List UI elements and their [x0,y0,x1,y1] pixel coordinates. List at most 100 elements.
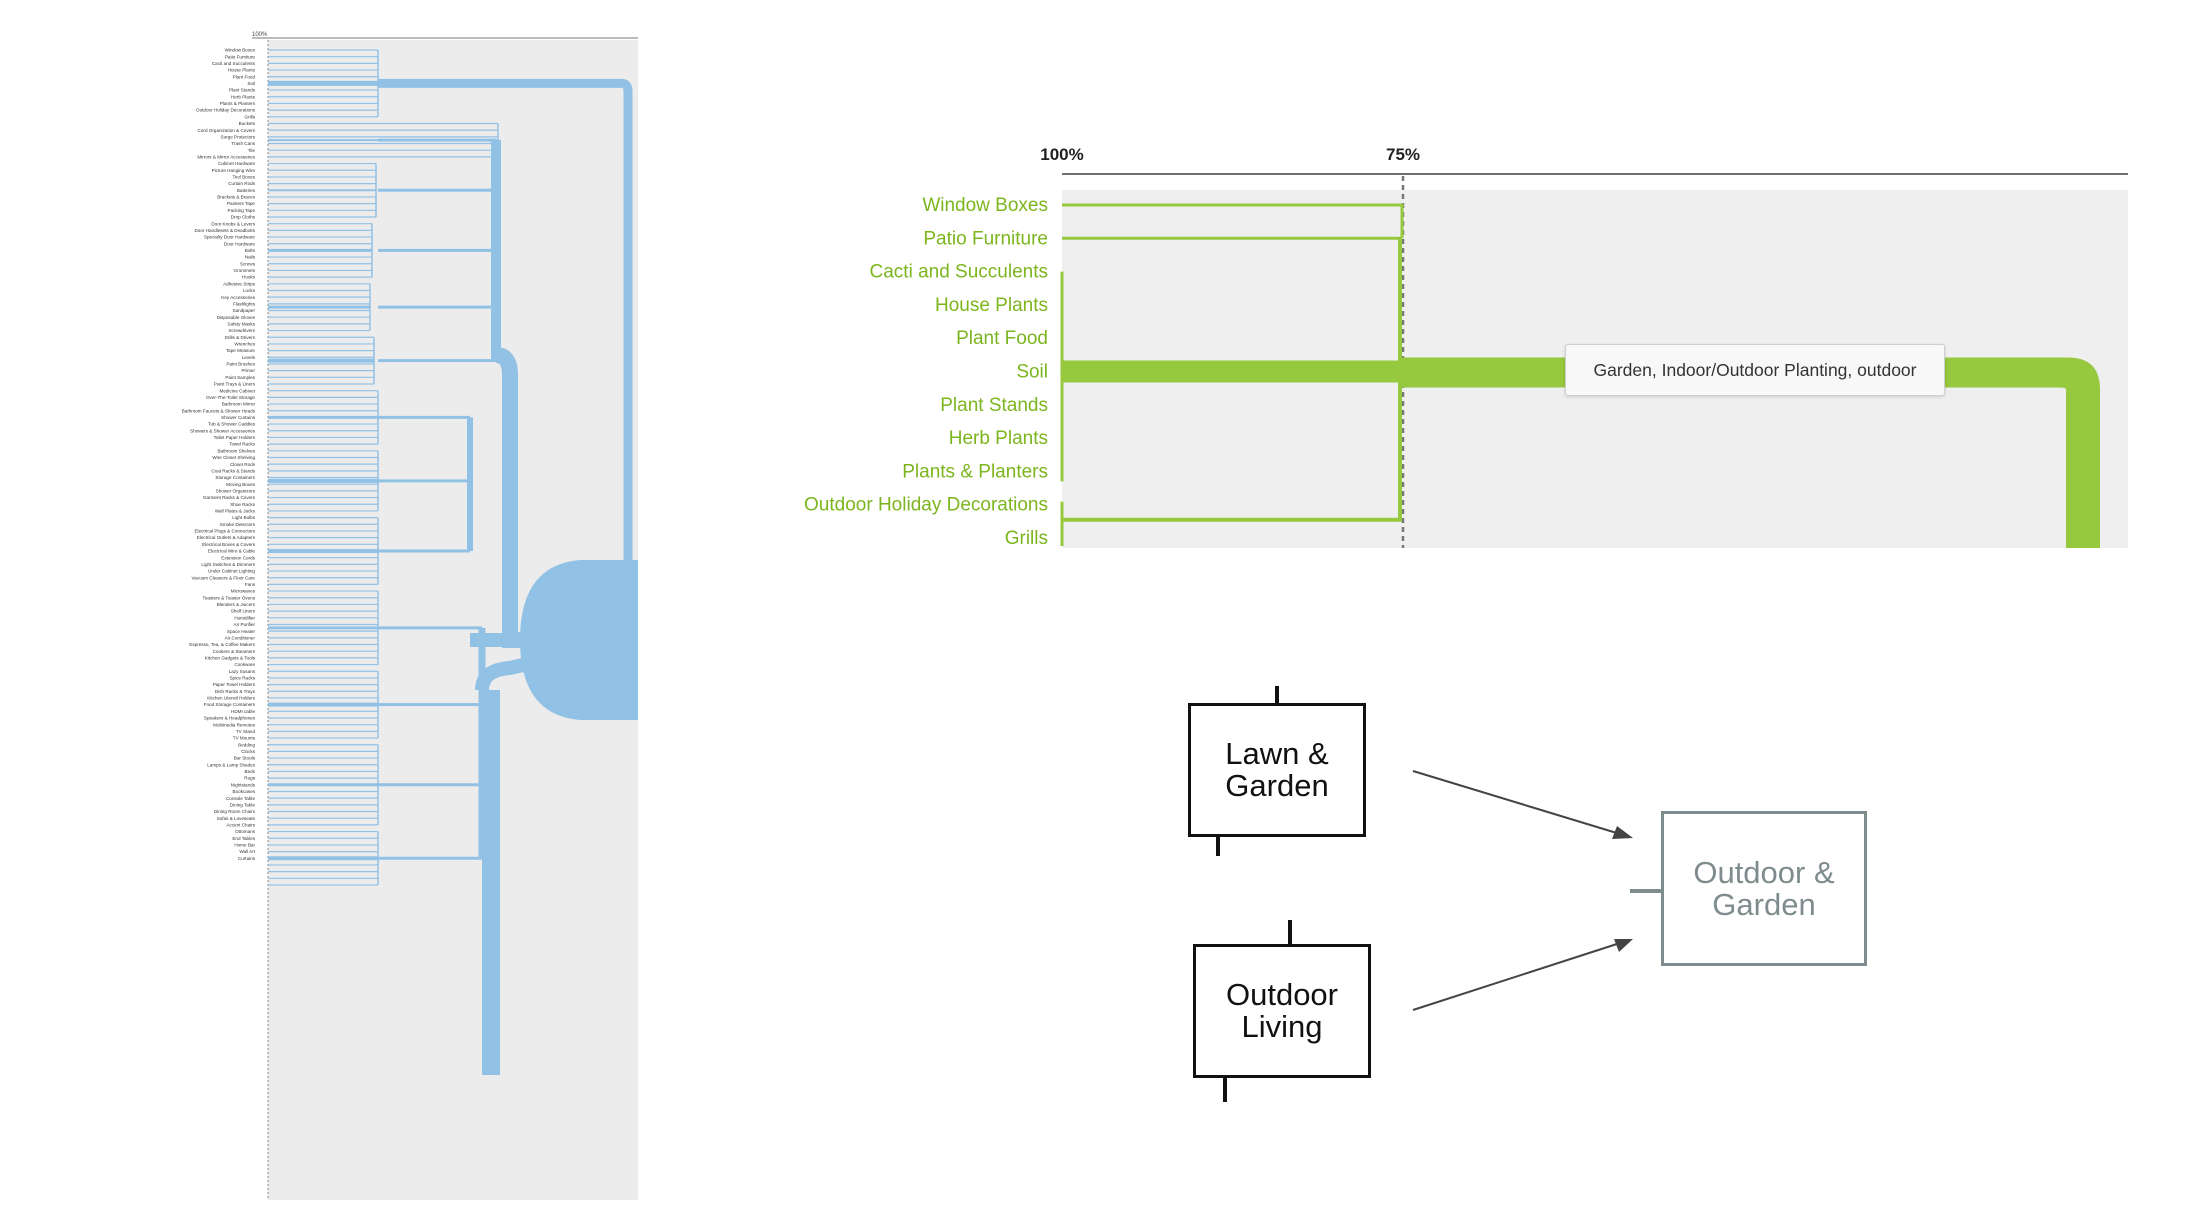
leaf-label: Surge Protectors [221,134,256,139]
leaf-label: Toilet Paper Holders [214,435,256,440]
leaf-label: Cookware [234,662,255,667]
leaf-label: HDMI cable [231,709,255,714]
leaf-label: Bar Stools [234,756,256,761]
leaf-label: Shoe Racks [230,502,255,507]
overview-axis-label: 100% [252,32,268,38]
leaf-label: Cord Organization & Covers [198,128,256,133]
leaf-label: Picture Hanging Wire [212,168,256,173]
leaf-label: Trash Cans [231,141,255,146]
leaf-label: Levels [242,355,256,360]
leaf-label: Packing Tape [228,208,256,213]
leaf-label: Bolts [245,248,256,253]
zoom-leaf-label: Cacti and Succulents [870,262,1049,283]
leaf-label: Hooks [242,275,256,280]
leaf-label: Herb Plants [231,94,256,99]
leaf-label: Patio Furniture [225,54,256,59]
leaf-label: Paint Samples [225,375,255,380]
leaf-label: Console Table [226,796,255,801]
leaf-label: Cookers & Steamers [213,649,256,654]
node-outdoor-garden-line1: Outdoor & [1693,854,1835,890]
leaf-label: Grommets [234,268,256,273]
leaf-label: Cabinet Hardware [218,161,255,166]
leaf-label: Closet Rods [230,462,256,467]
node-outdoor-garden: Outdoor & Garden [1661,811,1867,966]
node-lawn-garden-line2: Garden [1225,768,1329,803]
leaf-label: Electrical Wire & Cable [208,549,255,554]
zoom-link-soil [1062,360,1407,383]
overview-lower-trunk [482,690,500,1075]
leaf-label: Fans [245,582,256,587]
zoom-leaf-label: Patio Furniture [923,228,1048,249]
leaf-label: Wall Art [239,849,255,854]
leaf-label: Bathroom Mirror [222,402,256,407]
leaf-label: Tub & Shower Caddies [208,422,256,427]
leaf-label: Multimedia Remotes [213,722,256,727]
zoom-leaf-label: Grills [1005,528,1048,549]
zoom-leaf-label: Soil [1016,362,1048,383]
zoom-leaf-label: Window Boxes [922,195,1048,216]
leaf-label: Door Knobs & Levers [211,221,255,226]
leaf-label: Disposable Gloves [217,315,256,320]
leaf-label: Sandpaper [233,308,256,313]
leaf-label: Batteries [237,188,256,193]
leaf-label: Locks [243,288,256,293]
leaf-label: Air Purifier [234,622,256,627]
leaf-label: Under Cabinet Lighting [208,569,255,574]
leaf-label: Electrical Boxes & Covers [202,542,256,547]
arrow-lawn-garden [1412,770,1621,835]
leaf-label: Buckets [239,121,256,126]
leaf-label: Vacuum Cleaners & Floor Care [192,575,256,580]
leaf-label: Safety Masks [227,321,255,326]
leaf-label: Door Hardware [224,241,256,246]
leaf-label: Plant Stands [229,88,256,93]
leaf-label: Garment Racks & Covers [203,495,256,500]
leaf-label: Home Bar [234,843,255,848]
zoom-leaf-label: House Plants [935,295,1048,316]
leaf-label: Plant Food [233,74,256,79]
leaf-label: Bathroom Shelves [217,448,255,453]
zoom-leaf-label: Plant Stands [940,395,1048,416]
leaf-label: Lazy Susans [229,669,256,674]
leaf-label: Space Heater [227,629,256,634]
leaf-label: Wire Closet Shelving [212,455,255,460]
node-outdoor-living-line2: Living [1241,1009,1323,1044]
leaf-label: Towel Racks [229,442,255,447]
leaf-label: Bedding [238,742,255,747]
leaf-label: Dish Racks & Trays [215,689,256,694]
zoom-trunk [1402,357,2100,548]
leaf-label: House Plants [228,68,256,73]
leaf-label: Toasters & Toaster Ovens [202,595,255,600]
axis-label-100: 100% [1040,145,1083,164]
node-outdoor-living: Outdoor Living [1193,944,1371,1078]
leaf-label: Bathroom Faucets & Shower Heads [182,408,256,413]
overview-lower-join [475,653,547,691]
leaf-label: Door Handlesets & Deadbolts [194,228,255,233]
leaf-label: Wall Plates & Jacks [215,509,256,514]
leaf-label: Food Storage Containers [204,702,256,707]
leaf-label: Tape Measure [226,348,256,353]
leaf-label: Nails [245,255,256,260]
leaf-label: Outdoor Holiday Decorations [196,108,256,113]
leaf-label: Lamps & Lamp Shades [207,762,255,767]
leaf-label: Bookcases [233,789,256,794]
leaf-label: Shelf Liners [231,609,256,614]
leaf-label: Shower Organizers [216,488,256,493]
leaf-label: Paper Towel Holders [213,682,256,687]
node-lawn-garden: Lawn & Garden [1188,703,1366,837]
leaf-label: Tool Boxes [233,175,256,180]
arrowhead-lawn-garden [1612,826,1633,839]
leaf-label: Air Conditioner [225,635,256,640]
leaf-label: Over-The-Toilet Storage [206,395,255,400]
leaf-label: Wrenches [234,342,255,347]
leaf-label: Cacti and Succulents [212,61,256,66]
leaf-label: Moving Boxes [226,482,256,487]
leaf-label: TV Stand [236,729,256,734]
node-outdoor-living-line1: Outdoor [1225,977,1338,1013]
leaf-label: Medicine Cabinet [220,388,256,393]
axis-label-75: 75% [1386,145,1420,164]
leaf-label: Spice Racks [229,676,255,681]
leaf-label: Painters Tape [227,201,255,206]
leaf-label: Curtain Rods [228,181,256,186]
